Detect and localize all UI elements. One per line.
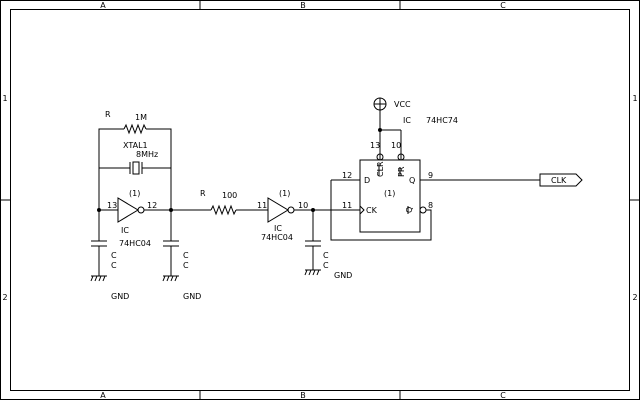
row-label-1-right: 1: [632, 94, 637, 103]
series-resistor-value: 100: [222, 191, 237, 200]
oscillator-circuit: R 1M XTAL1 8MHz (1) 13 12 IC 74HC04: [90, 110, 201, 301]
cap-buffer-ref: C: [323, 251, 329, 260]
buffer-pin-out: 10: [298, 201, 308, 210]
flipflop-ref: IC: [403, 116, 411, 125]
row-label-2-right: 2: [632, 293, 637, 302]
buffer-ref: IC: [274, 224, 282, 233]
capacitor-left: C C: [91, 210, 117, 276]
output-port-label: CLK: [551, 176, 567, 185]
label-qbar: Q: [405, 207, 414, 213]
buffer-part: 74HC04: [261, 233, 293, 242]
pin-clr-number: 13: [370, 141, 380, 150]
inverter-74hc04-buffer: (1) 11 10 IC 74HC04: [257, 189, 313, 242]
label-ck: CK: [366, 206, 378, 215]
output-port-clk: CLK: [539, 173, 583, 187]
inverter-74hc04-osc: (1) 13 12 IC 74HC04: [99, 189, 171, 248]
row-label-2-left: 2: [2, 293, 7, 302]
series-resistor: R 100: [171, 189, 268, 216]
ground-symbol-buffer: GND: [304, 269, 352, 280]
inv1-ref: IC: [121, 226, 129, 235]
junction-dot-vcc: [378, 128, 382, 132]
cap-buffer-value: C: [323, 261, 329, 270]
flipflop-unit: (1): [384, 189, 395, 198]
inv1-part: 74HC04: [119, 239, 151, 248]
feedback-resistor-ref: R: [105, 110, 111, 119]
col-label-a-top: A: [100, 1, 106, 10]
series-resistor-ref: R: [200, 189, 206, 198]
gnd-buffer-label: GND: [334, 271, 352, 280]
feedback-resistor-value: 1M: [135, 113, 147, 122]
col-label-b-bottom: B: [300, 391, 306, 400]
ground-symbol-mid: GND: [162, 275, 201, 301]
pin-qbar-number: 8: [428, 201, 433, 210]
cap-left-ref: C: [111, 251, 117, 260]
inv1-unit: (1): [129, 189, 140, 198]
pin-q-number: 9: [428, 171, 433, 180]
flipflop-body: [359, 159, 421, 233]
pin-pr-number: 10: [391, 141, 401, 150]
label-d: D: [364, 176, 370, 185]
buffer-unit: (1): [279, 189, 290, 198]
col-label-b-top: B: [300, 1, 306, 10]
cap-mid-value: C: [183, 261, 189, 270]
inv1-pin-out: 12: [147, 201, 157, 210]
crystal-ref: XTAL1: [123, 141, 148, 150]
inv1-pin-in: 13: [107, 201, 117, 210]
capacitor-mid: C C: [163, 210, 189, 276]
col-label-c-top: C: [500, 1, 506, 10]
vcc-label: VCC: [394, 100, 411, 109]
cap-left-value: C: [111, 261, 117, 270]
buffer-pin-in: 11: [257, 201, 267, 210]
pin-d-number: 12: [342, 171, 352, 180]
label-q: Q: [409, 176, 415, 185]
gnd-left-label: GND: [111, 292, 129, 301]
crystal-xtal1: XTAL1 8MHz: [98, 131, 172, 210]
vcc-symbol: VCC: [373, 97, 411, 130]
flipflop-part: 74HC74: [426, 116, 458, 125]
crystal-frequency: 8MHz: [136, 150, 158, 159]
cap-mid-ref: C: [183, 251, 189, 260]
feedback-resistor: R 1M: [98, 110, 172, 135]
col-label-a-bottom: A: [100, 391, 106, 400]
gnd-mid-label: GND: [183, 292, 201, 301]
row-label-1-left: 1: [2, 94, 7, 103]
pin-ck-number: 11: [342, 201, 352, 210]
ground-symbol-left: GND: [90, 275, 129, 301]
flipflop-74hc74: VCC IC 74HC74 13 10 CLR PR (1) 12 D 11 C…: [313, 97, 540, 241]
label-clr: CLR: [376, 161, 385, 177]
capacitor-buffer: C C: [305, 210, 329, 270]
col-label-c-bottom: C: [500, 391, 506, 400]
label-pr: PR: [397, 166, 406, 177]
